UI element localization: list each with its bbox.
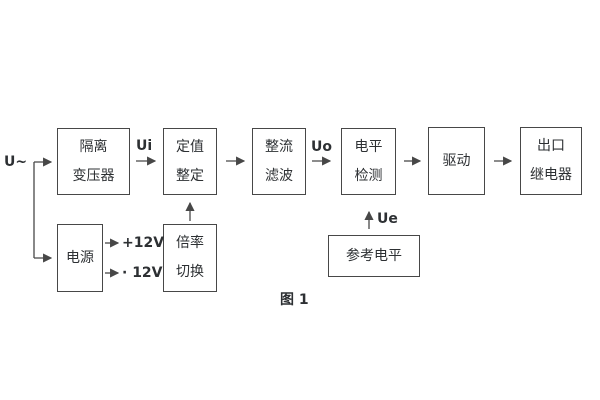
block-label: 定值 [176, 138, 204, 155]
block-label: 检测 [354, 167, 383, 184]
label-input-voltage: U~ [4, 154, 28, 170]
block-label: 隔离 [79, 138, 108, 155]
block-label: 倍率 [176, 235, 204, 251]
label-uo: Uo [311, 139, 332, 155]
block-level-detection: 电平 检测 [341, 128, 396, 195]
block-label: 继电器 [530, 167, 572, 183]
block-setting-adjust: 定值 整定 [163, 128, 217, 195]
block-output-relay: 出口 继电器 [520, 127, 582, 195]
block-label: 电源 [66, 249, 94, 266]
block-label: 滤波 [265, 167, 293, 184]
label-plus-12v: +12V [122, 235, 165, 251]
block-label: 参考电平 [346, 247, 402, 264]
label-minus-12v: · 12V [122, 265, 163, 281]
block-reference-level: 参考电平 [328, 235, 420, 277]
block-power-supply: 电源 [57, 224, 103, 292]
block-ratio-switch: 倍率 切换 [163, 224, 217, 292]
block-label: 切换 [176, 264, 204, 280]
block-isolation-transformer: 隔离 变压器 [57, 128, 130, 195]
block-driver: 驱动 [428, 127, 485, 195]
block-rectifier-filter: 整流 滤波 [252, 128, 306, 195]
block-label: 驱动 [442, 152, 471, 169]
block-label: 变压器 [72, 167, 115, 184]
block-label: 整流 [265, 138, 293, 155]
figure-caption: 图 1 [280, 292, 309, 308]
block-label: 电平 [354, 138, 383, 155]
block-label: 出口 [537, 138, 565, 154]
label-ue: Ue [377, 211, 398, 227]
block-label: 整定 [176, 167, 204, 184]
label-ui: Ui [136, 138, 153, 154]
